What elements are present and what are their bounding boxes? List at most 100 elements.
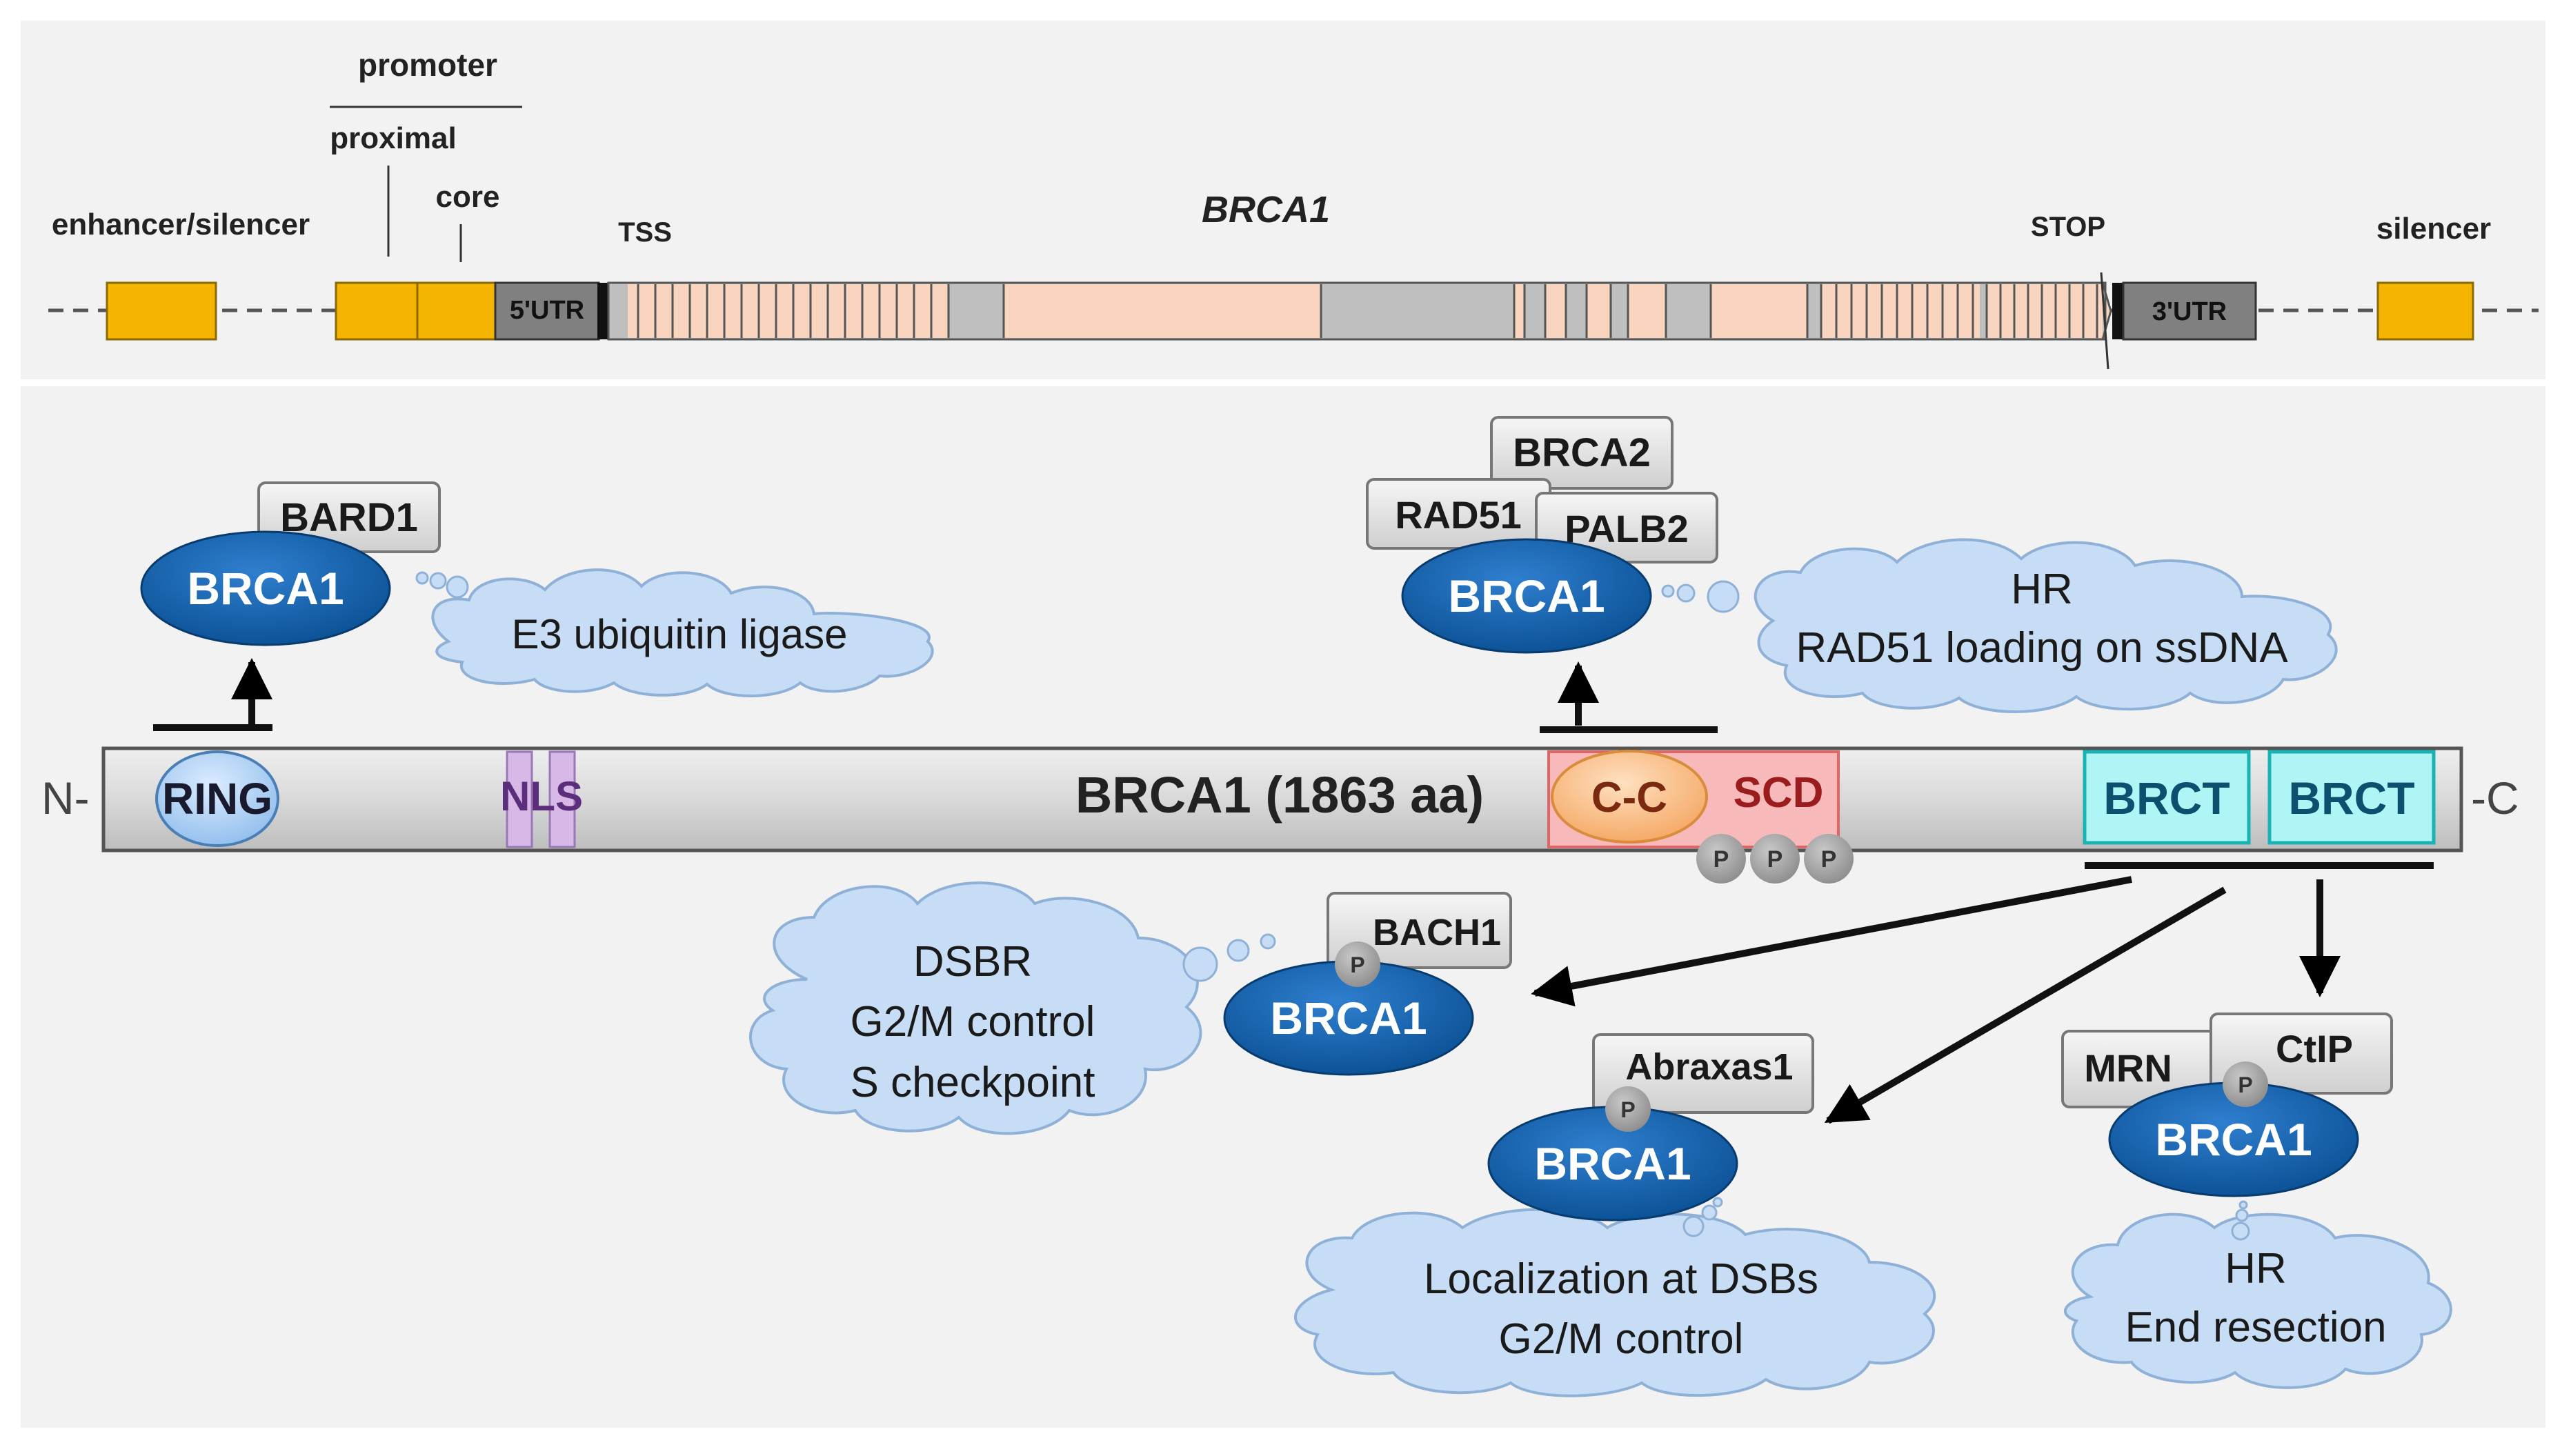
exon-block [1711, 284, 1807, 338]
utr3-label: 3'UTR [2152, 297, 2227, 326]
tss-label: TSS [618, 217, 672, 248]
ring-function-line-1: E3 ubiquitin ligase [511, 611, 847, 657]
enhancer-box [106, 281, 217, 341]
abraxas-function-cloud [1294, 1208, 1936, 1397]
bach1-thought-bubble-1 [1182, 946, 1218, 982]
bach1-brca1-label: BRCA1 [1270, 993, 1427, 1044]
brct-domain-2 [2267, 750, 2436, 845]
n-terminus-label: N- [41, 772, 90, 824]
exon-layer [628, 284, 2103, 338]
bach1-complex: DSBR G2/M control S checkpoint BACH1 BRC… [748, 881, 1512, 1135]
ring-brca1-label: BRCA1 [187, 563, 344, 614]
ctip-function-cloud [2064, 1213, 2452, 1389]
coiled-coil-label: C-C [1591, 774, 1667, 821]
abraxas-thought-bubble-3 [1712, 1197, 1723, 1208]
phospho-site-1-label: P [1714, 846, 1729, 872]
cc-brca1-label: BRCA1 [1448, 570, 1605, 621]
exon-block [1628, 284, 1666, 338]
ring-label: RING [162, 774, 272, 824]
cc-complex: HR RAD51 loading on ssDNA BRCA2 RAD51 PA… [1366, 416, 2338, 713]
scd-label: SCD [1734, 769, 1824, 817]
stop-label: STOP [2031, 212, 2105, 242]
exon-block [1004, 284, 1321, 338]
bach1-phospho-label: P [1350, 953, 1364, 977]
cc-function-line-1: HR [2011, 566, 2073, 613]
abraxas1-label: Abraxas1 [1625, 1046, 1793, 1088]
rad51-label: RAD51 [1395, 493, 1522, 537]
abraxas-complex: Localization at DSBs G2/M control Abraxa… [1294, 1033, 1936, 1397]
bach1-arrow [1531, 876, 2132, 1007]
core-label: core [436, 180, 500, 214]
utr5-box [494, 281, 600, 341]
silencer-label: silencer [2376, 212, 2491, 246]
proximal-promoter-box [335, 281, 419, 341]
cc-function-line-2: RAD51 loading on ssDNA [1796, 624, 2288, 672]
enhancer-label: enhancer/silencer [52, 208, 310, 241]
abraxas-function-line-1: Localization at DSBs [1424, 1255, 1818, 1303]
exon-block [1545, 284, 1566, 338]
exon-block [1987, 284, 2103, 338]
abraxas-thought-bubble-1 [1682, 1215, 1705, 1237]
proximal-label: proximal [330, 121, 456, 155]
ctip-label: CtIP [2276, 1027, 2353, 1070]
core-promoter-box [416, 281, 497, 341]
protein-bar-group: N- -C RING NLS BRCA1 (1863 aa) C-C SCD P… [41, 746, 2519, 884]
ring-domain [155, 750, 279, 847]
bach1-thought-bubble-2 [1227, 939, 1250, 962]
abraxas1-box [1592, 1033, 1814, 1114]
bach1-function-line-3: S checkpoint [851, 1059, 1095, 1106]
phospho-site-1 [1696, 834, 1746, 884]
brca2-label: BRCA2 [1513, 430, 1651, 475]
cc-thought-bubble-1 [1661, 584, 1675, 598]
utr3-box [2122, 281, 2257, 341]
brct-domain-1 [2083, 750, 2251, 845]
cc-brca1-oval [1401, 538, 1652, 654]
arrows [231, 658, 2341, 1124]
start-marker [597, 283, 608, 339]
bach1-function-cloud [748, 881, 1202, 1135]
palb2-label: PALB2 [1565, 507, 1688, 550]
phospho-site-3 [1804, 834, 1854, 884]
nls-bar-2 [548, 750, 576, 848]
ctip-brca1-label: BRCA1 [2155, 1114, 2312, 1165]
bard1-label: BARD1 [280, 495, 418, 540]
ring-thought-bubble-3 [446, 575, 469, 599]
coiled-coil-domain [1551, 750, 1708, 844]
nls-bar-1 [506, 750, 533, 848]
exon-block [1514, 284, 1525, 338]
abraxas-brca1-label: BRCA1 [1534, 1138, 1691, 1189]
c-terminus-label: -C [2471, 772, 2519, 824]
brct-domain-2-label: BRCT [2288, 772, 2414, 824]
scd-phospho-sites: P P P [1696, 834, 1854, 884]
promoter-label: promoter [358, 47, 497, 83]
phospho-site-3-label: P [1821, 846, 1837, 872]
ctip-function-line-2: End resection [2125, 1304, 2386, 1351]
bach1-phospho-site [1335, 941, 1380, 987]
ring-function-cloud [431, 568, 934, 697]
ctip-phospho-site [2223, 1061, 2268, 1107]
ctip-complex: HR End resection MRN CtIP BRCA1 P [2061, 1013, 2452, 1389]
ring-thought-bubble-2 [429, 572, 447, 590]
utr5-label: 5'UTR [510, 296, 584, 325]
ctip-thought-bubble-2 [2235, 1208, 2249, 1222]
gene-map: 5'UTR 3'UTR promoter proximal core enhan… [48, 47, 2539, 370]
bach1-function-line-2: G2/M control [851, 998, 1095, 1046]
exon-block [1587, 284, 1611, 338]
stop-marker [2100, 272, 2109, 370]
ctip-function-line-1: HR [2225, 1245, 2287, 1293]
protein-title: BRCA1 (1863 aa) [1075, 766, 1484, 824]
ring-thought-bubble-1 [415, 571, 429, 585]
abraxas-phospho-label: P [1620, 1097, 1635, 1122]
phospho-site-2-label: P [1767, 846, 1783, 872]
bach1-label: BACH1 [1373, 912, 1501, 953]
nls-label: NLS [500, 773, 583, 819]
silencer-box [2376, 281, 2474, 341]
exon-block [1821, 284, 1980, 338]
abraxas-function-line-2: G2/M control [1499, 1315, 1744, 1363]
bach1-function-line-1: DSBR [913, 938, 1032, 986]
mrn-label: MRN [2084, 1046, 2172, 1090]
ctip-phospho-label: P [2238, 1073, 2252, 1097]
exon-block [628, 284, 949, 338]
